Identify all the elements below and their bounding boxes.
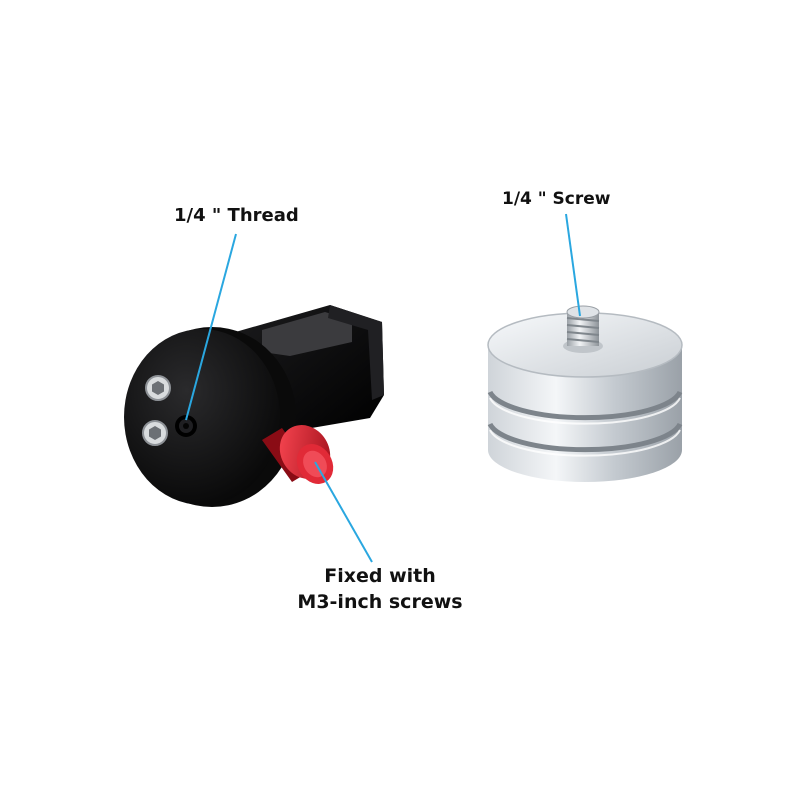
thread-callout-line (185, 233, 237, 421)
groove-1 (487, 390, 683, 421)
disc-face (124, 329, 280, 505)
fixed-callout-line1: Fixed with (324, 565, 436, 587)
screw-callout-label: 1/4 " Screw (502, 189, 611, 209)
groove-2 (487, 422, 683, 453)
fixed-callout-label: Fixed with M3-inch screws (290, 563, 470, 615)
quarter-inch-screw (563, 305, 603, 353)
thread-callout-label: 1/4 " Thread (174, 205, 299, 226)
groove-highlight-2 (489, 429, 681, 457)
hex-screw-bottom (142, 420, 168, 446)
clamp-lip (328, 305, 384, 400)
black-mount-adapter (124, 305, 384, 507)
silver-weight-adapter (487, 305, 683, 482)
screw-callout-line (565, 213, 581, 317)
groove-highlight-1 (489, 397, 681, 425)
threaded-hole (175, 415, 197, 437)
fixed-callout-line (314, 461, 373, 563)
hex-screw-top (145, 375, 171, 401)
clamp-slot (262, 312, 352, 356)
fixed-callout-line2: M3-inch screws (297, 591, 463, 613)
